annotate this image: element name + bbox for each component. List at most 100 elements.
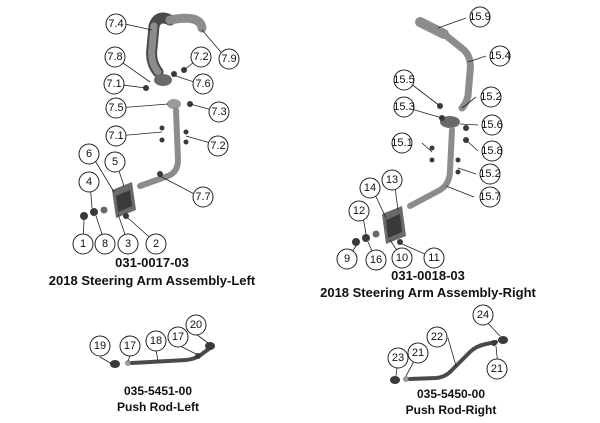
svg-text:1: 1 <box>80 238 86 250</box>
svg-text:7.2: 7.2 <box>193 51 208 63</box>
callout: 7.1 <box>103 73 125 95</box>
svg-text:15.8: 15.8 <box>481 145 502 157</box>
callout: 15.5 <box>393 69 415 91</box>
callout: 3 <box>117 233 139 255</box>
callout: 7.3 <box>208 101 230 123</box>
right-rod-part-number: 035-5450-00 <box>417 387 485 401</box>
svg-text:8: 8 <box>102 238 108 250</box>
svg-text:15.1: 15.1 <box>391 137 412 149</box>
callout: 13 <box>381 169 403 191</box>
callout: 15.4 <box>489 45 511 67</box>
left-arm-caption: 031-0017-03 2018 Steering Arm Assembly-L… <box>49 255 256 288</box>
callout: 15.2 <box>480 86 502 108</box>
left-rod-part-number: 035-5451-00 <box>124 384 192 398</box>
svg-text:9: 9 <box>344 253 350 265</box>
svg-text:23: 23 <box>392 352 404 364</box>
right-arm-part-number: 031-0018-03 <box>391 268 465 283</box>
svg-text:5: 5 <box>112 156 118 168</box>
right-rod-callouts: 24 22 23 21 21 <box>387 304 508 380</box>
right-arm-caption: 031-0018-03 2018 Steering Arm Assembly-R… <box>320 268 536 300</box>
left-arm-title: 2018 Steering Arm Assembly-Left <box>49 273 256 288</box>
callout: 15.7 <box>479 186 501 208</box>
callout: 7.2 <box>207 135 229 157</box>
svg-text:15.7: 15.7 <box>479 191 500 203</box>
svg-text:7.8: 7.8 <box>107 51 122 63</box>
callout: 15.2 <box>479 163 501 185</box>
svg-text:20: 20 <box>190 319 202 331</box>
svg-text:15.5: 15.5 <box>393 74 414 86</box>
svg-text:21: 21 <box>412 347 424 359</box>
callout: 10 <box>391 247 413 269</box>
right-rod-caption: 035-5450-00 Push Rod-Right <box>406 387 497 417</box>
svg-text:12: 12 <box>353 205 365 217</box>
svg-text:15.2: 15.2 <box>480 91 501 103</box>
callout: 17 <box>119 335 141 357</box>
callout: 23 <box>387 347 409 369</box>
svg-text:18: 18 <box>150 335 162 347</box>
svg-text:7.7: 7.7 <box>195 191 210 203</box>
left-rod-caption: 035-5451-00 Push Rod-Left <box>117 384 199 414</box>
callout: 24 <box>472 304 494 326</box>
left-arm-callouts: 7.4 7.9 7.8 7.2 7.1 7.6 7.5 7.3 7.1 7.2 … <box>72 13 240 255</box>
right-steering-arm-drawing <box>352 17 474 246</box>
svg-text:7.1: 7.1 <box>108 130 123 142</box>
svg-text:15.9: 15.9 <box>469 11 490 23</box>
svg-text:7.2: 7.2 <box>210 140 225 152</box>
callout: 15.8 <box>481 140 503 162</box>
left-rod-leaders <box>99 333 209 365</box>
right-arm-callouts: 15.9 15.4 15.5 15.2 15.3 15.6 15.1 15.8 … <box>336 6 511 271</box>
callout: 7.1 <box>105 125 127 147</box>
svg-text:24: 24 <box>477 309 489 321</box>
svg-text:7.6: 7.6 <box>195 78 210 90</box>
callout: 9 <box>336 248 358 270</box>
callout: 8 <box>94 233 116 255</box>
svg-text:10: 10 <box>396 252 408 264</box>
svg-text:22: 22 <box>431 331 443 343</box>
svg-text:15.4: 15.4 <box>489 50 510 62</box>
svg-text:6: 6 <box>86 148 92 160</box>
callout: 19 <box>89 335 111 357</box>
callout: 7.5 <box>105 97 127 119</box>
svg-text:14: 14 <box>364 182 376 194</box>
callout: 5 <box>104 151 126 173</box>
svg-text:7.4: 7.4 <box>108 18 123 30</box>
callout: 22 <box>426 326 448 348</box>
callout: 11 <box>423 247 445 269</box>
left-steering-arm-drawing <box>80 12 207 220</box>
callout: 7.8 <box>104 46 126 68</box>
svg-text:7.3: 7.3 <box>211 106 226 118</box>
left-push-rod-drawing <box>110 342 215 368</box>
svg-text:19: 19 <box>94 340 106 352</box>
svg-text:4: 4 <box>86 176 92 188</box>
svg-text:15.6: 15.6 <box>481 119 502 131</box>
svg-text:7.5: 7.5 <box>108 102 123 114</box>
callout: 17 <box>167 326 189 348</box>
callout: 21 <box>407 342 429 364</box>
callout: 4 <box>78 171 100 193</box>
svg-text:7.1: 7.1 <box>106 78 121 90</box>
callout: 15.6 <box>481 114 503 136</box>
right-push-rod-drawing <box>390 336 508 384</box>
right-arm-title: 2018 Steering Arm Assembly-Right <box>320 285 536 300</box>
svg-text:7.9: 7.9 <box>221 53 236 65</box>
svg-text:11: 11 <box>428 252 439 264</box>
callout: 7.2 <box>190 46 212 68</box>
callout: 14 <box>359 177 381 199</box>
callout: 15.1 <box>391 132 413 154</box>
callout: 7.7 <box>192 186 214 208</box>
callout: 2 <box>145 233 167 255</box>
svg-text:16: 16 <box>370 254 382 266</box>
callout: 20 <box>185 314 207 336</box>
svg-text:3: 3 <box>125 238 131 250</box>
callout: 15.9 <box>469 6 491 28</box>
svg-text:17: 17 <box>124 340 136 352</box>
callout: 18 <box>145 330 167 352</box>
left-rod-title: Push Rod-Left <box>117 400 199 414</box>
svg-text:15.3: 15.3 <box>393 101 414 113</box>
left-rod-callouts: 19 17 18 17 20 <box>89 314 207 357</box>
callout: 6 <box>78 143 100 165</box>
callout: 15.3 <box>393 96 415 118</box>
svg-text:15.2: 15.2 <box>479 168 500 180</box>
right-rod-title: Push Rod-Right <box>406 403 497 417</box>
